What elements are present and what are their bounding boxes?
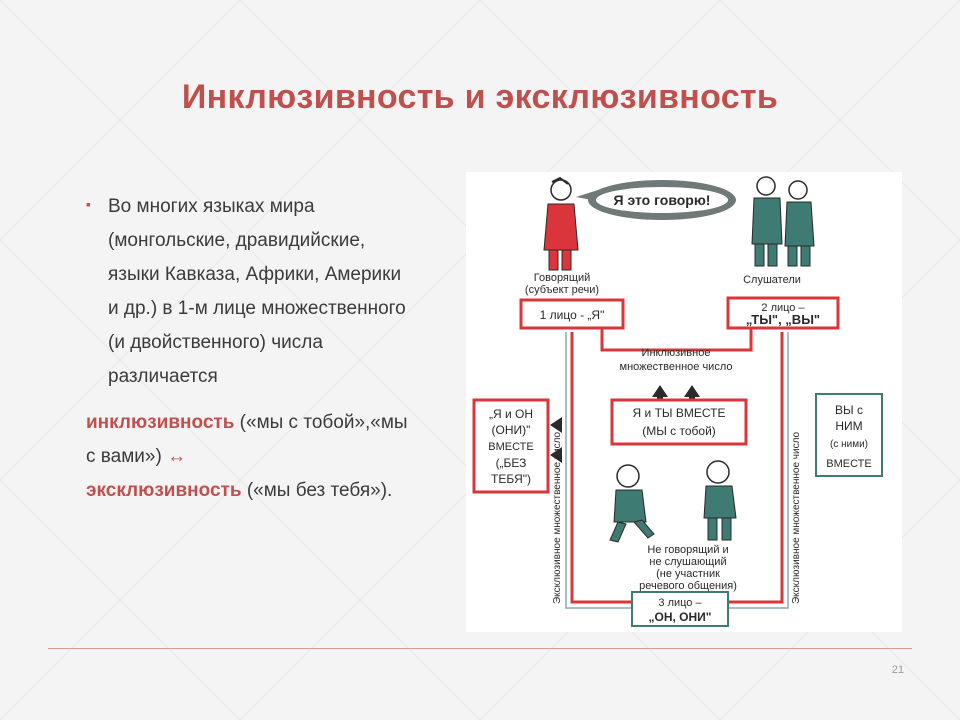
diagram-svg: Я это говорю! Говорящий (субъект речи) С… <box>472 176 883 627</box>
box-you-with-him-line1: ВЫ с <box>835 403 863 417</box>
box-third-person-line1: 3 лицо – <box>658 597 702 609</box>
box-you-with-him-line4: ВМЕСТЕ <box>826 458 871 470</box>
box-second-person-line1: 2 лицо – <box>761 302 805 314</box>
third-party-caption-line4: речевого общения) <box>639 580 737 592</box>
up-arrows-icon <box>652 385 700 400</box>
term-inclusive: инклюзивность <box>86 412 235 433</box>
exclusive-frame <box>570 332 784 604</box>
third-party-caption-line1: Не говорящий и <box>647 544 728 556</box>
inclusive-connector <box>600 328 753 352</box>
speaker-figure-icon <box>543 176 579 271</box>
footer-divider <box>48 648 912 649</box>
inclusive-example: («мы с тобой»,«мы с вами») <box>86 412 408 467</box>
person-diagram: Я это говорю! Говорящий (субъект речи) С… <box>466 172 902 632</box>
body-text: ▪ Во многих языках мира (монгольские, др… <box>86 190 416 508</box>
box-second-person: 2 лицо – „ТЫ", „ВЫ" <box>726 296 840 330</box>
third-party-caption-line3: (не участник <box>656 568 720 580</box>
box-first-person-text: 1 лицо - „Я" <box>540 308 605 322</box>
outer-frame-lines <box>565 332 789 609</box>
box-third-person: 3 лицо – „ОН, ОНИ" <box>631 591 729 627</box>
speaker-caption-line1: Говорящий <box>534 272 590 284</box>
bullet-text: Во многих языках мира (монгольские, драв… <box>108 196 406 387</box>
inclusive-label-line1: Инклюзивное <box>642 347 711 359</box>
box-second-person-line2: „ТЫ", „ВЫ" <box>746 312 820 327</box>
box-me-and-him: „Я и ОН (ОНИ)" ВМЕСТЕ („БЕЗ ТЕБЯ") <box>472 398 550 494</box>
exclusive-vertical-label-right: Эксклюзивное множественное число <box>791 431 802 604</box>
page-number: 21 <box>891 664 904 676</box>
box-me-and-him-line1: „Я и ОН <box>489 407 533 421</box>
speech-bubble-text: Я это говорю! <box>614 192 711 208</box>
exclusive-example: («мы без тебя»). <box>241 480 393 501</box>
third-party-caption-line2: не слушающий <box>649 556 726 568</box>
box-me-and-him-line3: ВМЕСТЕ <box>488 441 533 453</box>
bullet-square-icon: ▪ <box>86 196 91 212</box>
box-you-with-him-line3: (с ними) <box>830 439 868 450</box>
definition-paragraph: инклюзивность («мы с тобой»,«мы с вами»)… <box>86 406 416 508</box>
inclusive-label-line2: множественное число <box>620 361 733 373</box>
box-me-and-him-line4: („БЕЗ <box>496 456 527 470</box>
box-me-and-you-line2: (МЫ с тобой) <box>642 424 716 438</box>
box-me-and-him-line2: (ОНИ)" <box>492 423 531 437</box>
box-you-with-him: ВЫ с НИМ (с ними) ВМЕСТЕ <box>815 393 883 477</box>
speech-bubble: Я это говорю! <box>576 180 736 220</box>
exclusive-vertical-label-left: Эксклюзивное множественное число <box>552 431 563 604</box>
bullet-item: ▪ Во многих языках мира (монгольские, др… <box>86 190 416 394</box>
box-third-person-line2: „ОН, ОНИ" <box>649 610 712 624</box>
slide-title: Инклюзивность и эксклюзивность <box>181 78 779 116</box>
box-me-and-him-line5: ТЕБЯ") <box>491 472 531 486</box>
listeners-figure-icon <box>751 176 815 267</box>
box-me-and-you: Я и ТЫ ВМЕСТЕ (МЫ с тобой) <box>610 398 748 446</box>
third-party-figures-icon <box>609 460 737 543</box>
speaker-caption-line2: (субъект речи) <box>525 284 599 296</box>
box-you-with-him-line2: НИМ <box>835 419 862 433</box>
box-me-and-you-line1: Я и ТЫ ВМЕСТЕ <box>633 406 726 420</box>
left-arrows-icon <box>550 417 562 463</box>
listeners-caption: Слушатели <box>743 274 801 286</box>
term-exclusive: эксклюзивность <box>86 480 242 501</box>
box-first-person: 1 лицо - „Я" <box>519 298 625 330</box>
left-right-arrow-icon: ↔ <box>167 446 187 467</box>
